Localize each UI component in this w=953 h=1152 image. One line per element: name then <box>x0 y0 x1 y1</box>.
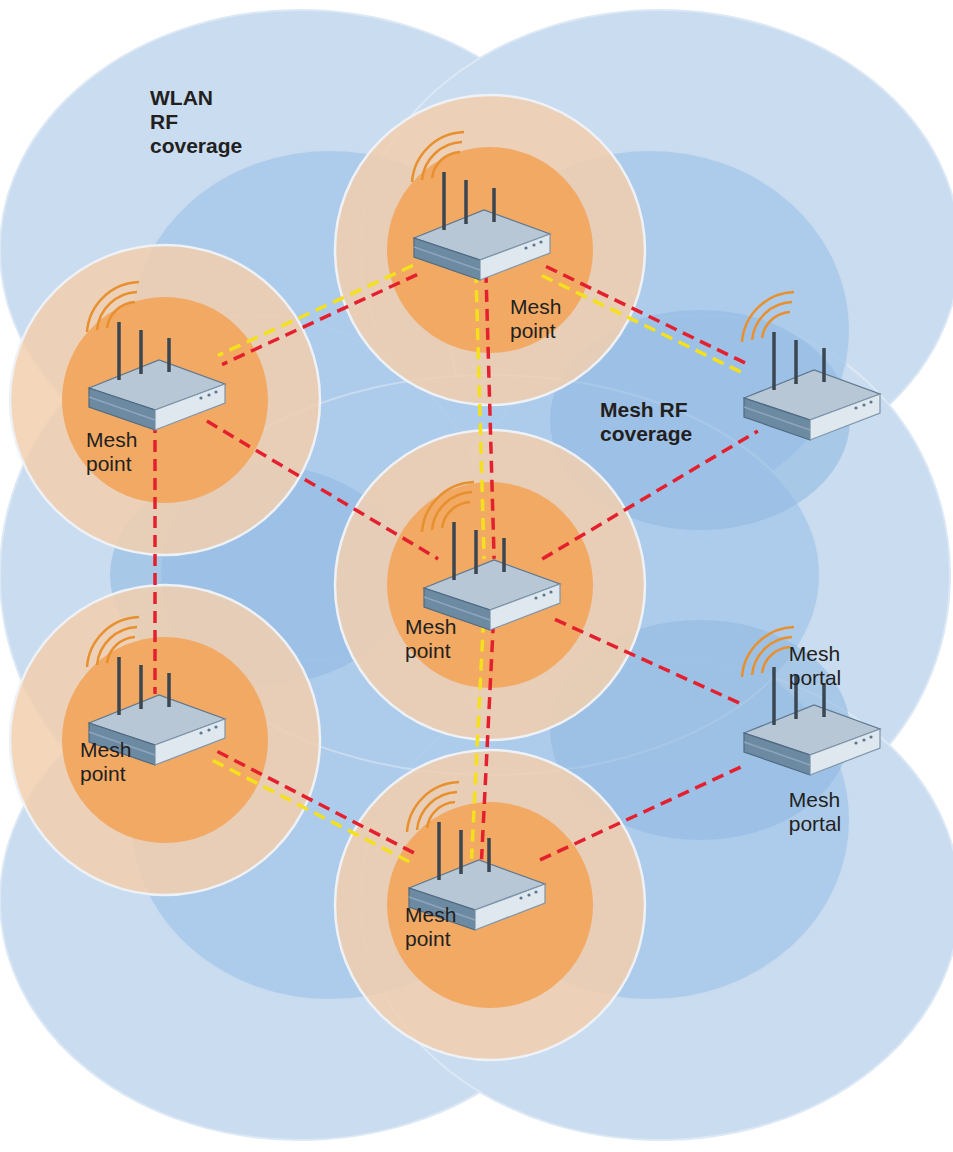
mesh-device: Mesh point <box>90 359 220 421</box>
mesh-device: Mesh portal <box>745 704 875 766</box>
mesh-device: Mesh point <box>90 694 220 756</box>
mesh-device: Mesh point <box>425 559 555 621</box>
device-label: Mesh point <box>510 295 561 343</box>
mesh-link <box>218 265 413 355</box>
mesh-link <box>207 421 438 559</box>
coverage-label: WLAN RF coverage <box>150 86 242 158</box>
device-label: Mesh point <box>405 615 456 663</box>
mesh-device: Mesh point <box>410 859 540 921</box>
coverage-label: Mesh RF coverage <box>600 398 692 446</box>
mesh-device: Mesh point <box>415 209 545 271</box>
mesh-link <box>555 619 745 705</box>
mesh-link <box>217 752 417 855</box>
mesh-link <box>153 421 157 694</box>
device-label: Mesh point <box>405 903 456 951</box>
mesh-link <box>213 760 413 863</box>
device-label: Mesh portal <box>789 788 842 836</box>
mesh-link <box>486 271 494 559</box>
device-label: Mesh point <box>86 428 137 476</box>
mesh-link <box>540 765 745 860</box>
device-label: Mesh point <box>80 738 131 786</box>
mesh-device: Mesh portal <box>745 369 875 431</box>
mesh-link <box>546 267 748 365</box>
mesh-link <box>222 275 417 365</box>
mesh-link <box>542 275 744 373</box>
mesh-link <box>472 621 484 859</box>
mesh-link <box>542 431 758 559</box>
device-label: Mesh portal <box>789 642 842 690</box>
mesh-link <box>476 271 484 559</box>
mesh-link <box>482 621 494 859</box>
